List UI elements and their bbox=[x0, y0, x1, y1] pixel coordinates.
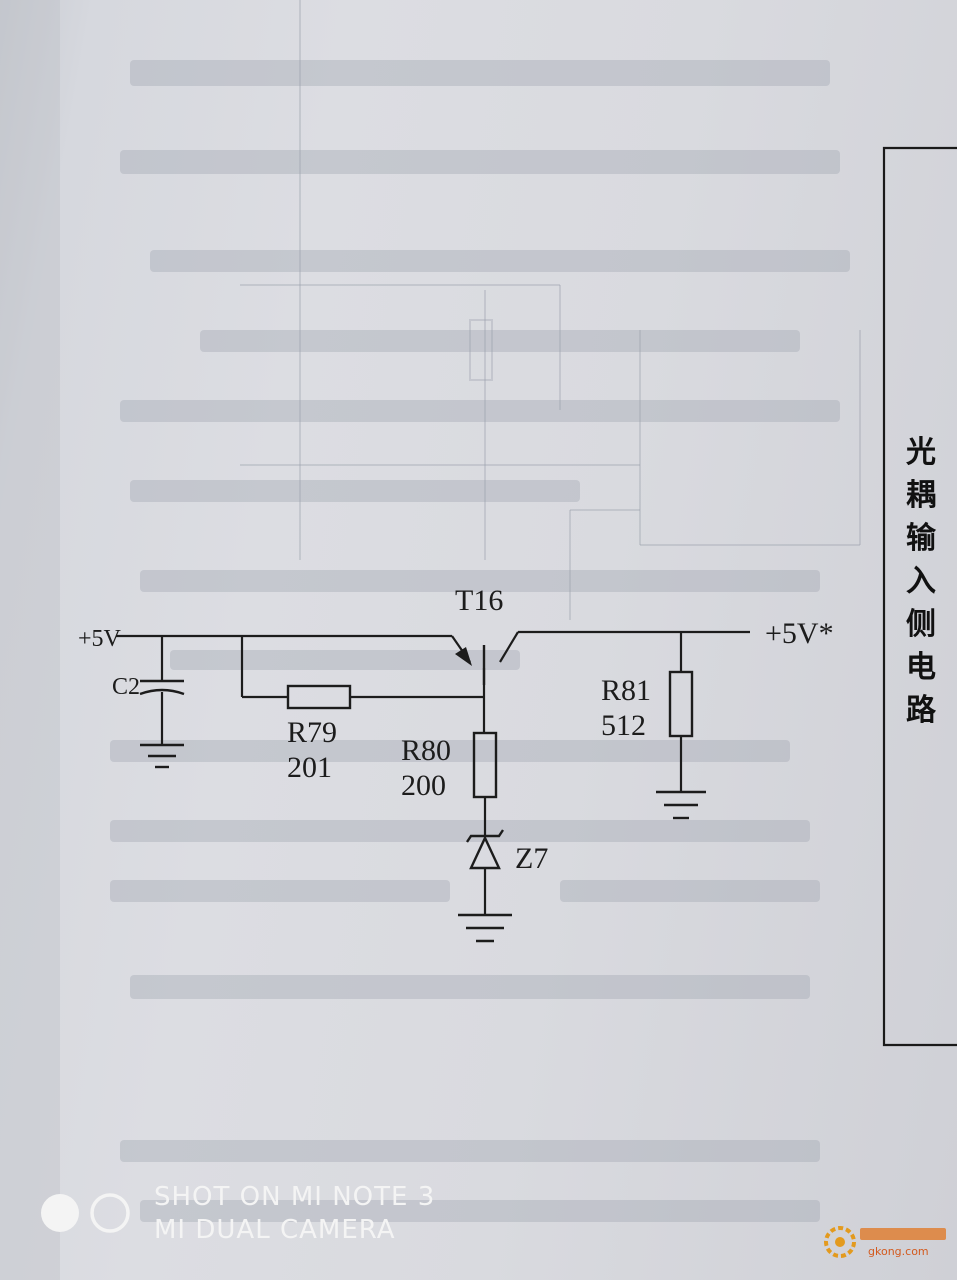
r81-resistor bbox=[668, 670, 694, 738]
side-char-4: 侧 bbox=[906, 607, 936, 642]
r79-resistor bbox=[286, 684, 352, 710]
side-char-2: 输 bbox=[906, 521, 937, 556]
z7-triangle bbox=[469, 835, 501, 870]
camera-dot-ring bbox=[90, 1193, 130, 1233]
side-note-box: 光 耦 输 入 侧 电 路 bbox=[882, 146, 957, 1047]
gear-icon bbox=[824, 1226, 856, 1258]
camera-watermark: SHOT ON MI NOTE 3 MI DUAL CAMERA bbox=[41, 1182, 435, 1245]
camera-dot-filled bbox=[41, 1194, 79, 1232]
label-r80-name: R80 bbox=[401, 734, 451, 767]
label-output-voltage: +5V* bbox=[765, 617, 834, 650]
side-char-6: 路 bbox=[906, 693, 937, 728]
schematic: +5V C2 T16 R79 201 R80 200 Z7 +5V* R81 5… bbox=[78, 584, 834, 943]
label-r81-name: R81 bbox=[601, 674, 651, 707]
c2-plate-bottom bbox=[139, 688, 185, 696]
label-z7: Z7 bbox=[515, 842, 548, 875]
logo-url: gkong.com bbox=[868, 1245, 929, 1258]
camera-watermark-line2: MI DUAL CAMERA bbox=[154, 1215, 396, 1245]
label-input-voltage: +5V bbox=[78, 626, 122, 652]
label-c2: C2 bbox=[112, 674, 140, 700]
label-r79-name: R79 bbox=[287, 716, 337, 749]
label-t16: T16 bbox=[455, 584, 503, 617]
side-char-5: 电 bbox=[906, 650, 936, 685]
t16-collector-lead bbox=[499, 631, 519, 663]
label-r81-value: 512 bbox=[601, 709, 646, 742]
side-char-0: 光 bbox=[906, 435, 936, 470]
site-logo: gkong.com bbox=[824, 1226, 946, 1258]
label-r79-value: 201 bbox=[287, 751, 332, 784]
side-char-1: 耦 bbox=[906, 478, 936, 513]
camera-watermark-line1: SHOT ON MI NOTE 3 bbox=[154, 1182, 435, 1212]
z7-bar bbox=[466, 829, 504, 843]
logo-banner bbox=[860, 1228, 946, 1240]
side-char-3: 入 bbox=[906, 564, 936, 599]
t16-emitter-arrow bbox=[455, 647, 472, 666]
gear-icon-hub bbox=[835, 1237, 845, 1247]
bleed-through bbox=[110, 0, 861, 1222]
label-r80-value: 200 bbox=[401, 769, 446, 802]
page-shadow bbox=[0, 0, 60, 1280]
